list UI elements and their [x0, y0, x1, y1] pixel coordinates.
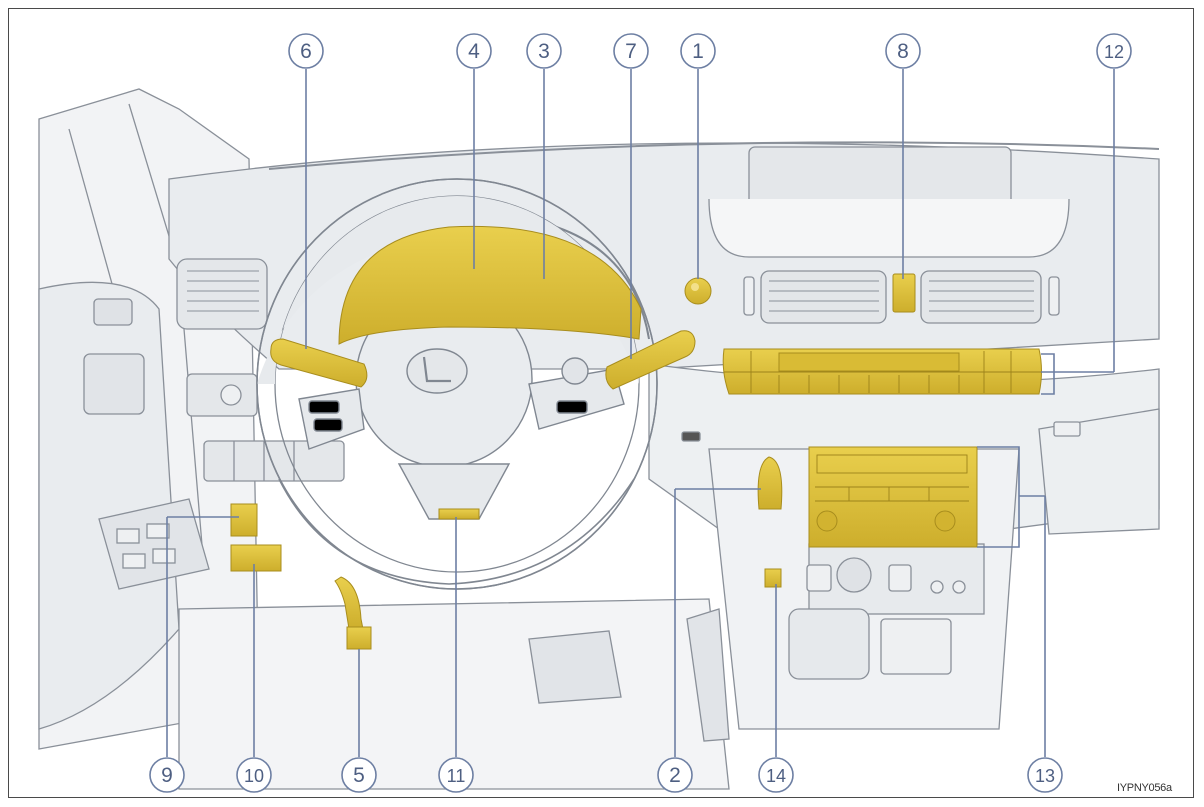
callout-3: 3 [527, 34, 561, 68]
power-switch-highlight [685, 278, 711, 304]
callout-9-label: 9 [161, 764, 173, 787]
callout-11-label: 11 [447, 766, 466, 786]
callout-6: 6 [289, 34, 323, 68]
lower-switch-10-highlight [231, 545, 281, 571]
climate-panel-highlight [723, 349, 1041, 394]
callout-13-label: 13 [1035, 766, 1055, 786]
callout-8: 8 [886, 34, 920, 68]
callout-1: 1 [681, 34, 715, 68]
callout-3-label: 3 [538, 40, 550, 63]
callout-4-label: 4 [468, 40, 480, 63]
callout-14: 14 [759, 758, 793, 792]
callout-11: 11 [439, 758, 473, 792]
callout-10: 10 [237, 758, 271, 792]
callout-5-label: 5 [353, 764, 365, 787]
callout-14-label: 14 [766, 766, 786, 786]
lower-switch-9-highlight [231, 504, 257, 536]
audio-unit-highlight [809, 447, 977, 547]
callout-7-label: 7 [625, 40, 637, 63]
callout-13: 13 [1028, 758, 1062, 792]
callout-12: 12 [1097, 34, 1131, 68]
callout-9: 9 [150, 758, 184, 792]
callout-8-label: 8 [897, 40, 909, 63]
callout-4: 4 [457, 34, 491, 68]
image-code: IYPNY056a [1117, 782, 1173, 794]
parking-switch-highlight [765, 569, 781, 587]
callout-2: 2 [658, 758, 692, 792]
callout-10-label: 10 [244, 766, 264, 786]
callout-2-label: 2 [669, 764, 681, 787]
hazard-button-highlight [893, 274, 915, 312]
callout-6-label: 6 [300, 40, 312, 63]
callout-12-label: 12 [1104, 42, 1124, 62]
lower-wheel-switch-highlight [439, 509, 479, 519]
callout-5: 5 [342, 758, 376, 792]
callout-7: 7 [614, 34, 648, 68]
callout-1-label: 1 [692, 40, 704, 63]
